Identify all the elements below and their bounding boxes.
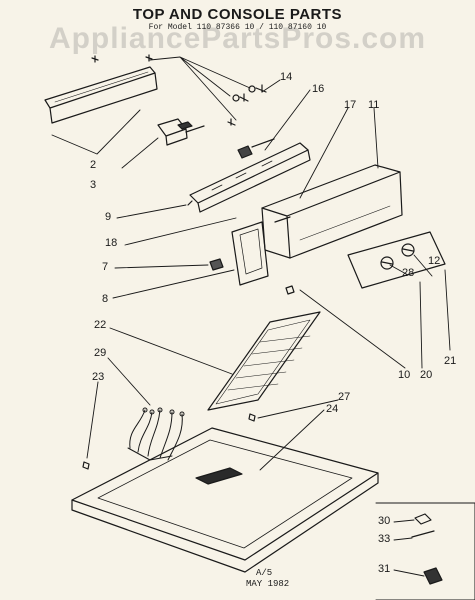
part-small-screws bbox=[82, 413, 256, 470]
callout-leaders bbox=[51, 56, 451, 577]
callout-28: 28 bbox=[402, 267, 415, 279]
part-control-panel bbox=[347, 231, 446, 289]
part-top-bracket bbox=[44, 66, 158, 124]
callout-16: 16 bbox=[312, 83, 325, 95]
callout-24: 24 bbox=[326, 403, 339, 415]
diagram-subtitle: For Model 110 87366 10 / 110 87160 10 bbox=[148, 23, 327, 32]
part-screw-10 bbox=[285, 285, 295, 295]
callout-20: 20 bbox=[420, 369, 433, 381]
footer-code: A/5 bbox=[256, 568, 273, 578]
diagram-title: TOP AND CONSOLE PARTS bbox=[132, 6, 343, 23]
callout-33: 33 bbox=[378, 533, 391, 545]
callout-30: 30 bbox=[378, 515, 391, 527]
callout-7: 7 bbox=[102, 261, 109, 273]
callout-18: 18 bbox=[105, 237, 118, 249]
callout-17: 17 bbox=[344, 99, 357, 111]
inset-box bbox=[375, 502, 475, 600]
callout-12: 12 bbox=[428, 255, 441, 267]
callout-22: 22 bbox=[94, 319, 107, 331]
callout-11: 11 bbox=[368, 99, 380, 111]
part-hinge-rail bbox=[187, 142, 311, 213]
part-end-cap bbox=[231, 221, 269, 286]
part-screws-top bbox=[91, 54, 267, 126]
part-inset-items bbox=[411, 513, 443, 585]
part-top bbox=[71, 427, 379, 573]
part-console bbox=[261, 164, 403, 259]
part-lint-grille bbox=[207, 311, 321, 411]
part-wiring-harness bbox=[127, 407, 185, 461]
callout-31: 31 bbox=[378, 563, 391, 575]
footer-date: MAY 1982 bbox=[246, 579, 290, 589]
callout-9: 9 bbox=[105, 211, 112, 223]
callout-21: 21 bbox=[444, 355, 457, 367]
callout-14: 14 bbox=[280, 71, 293, 83]
part-lamp-socket bbox=[237, 138, 275, 159]
callout-3: 3 bbox=[90, 179, 97, 191]
part-switch bbox=[157, 118, 205, 146]
callout-27: 27 bbox=[338, 391, 351, 403]
callout-8: 8 bbox=[102, 293, 109, 305]
callout-2: 2 bbox=[90, 159, 97, 171]
callout-29: 29 bbox=[94, 347, 107, 359]
callout-10: 10 bbox=[398, 369, 411, 381]
callout-23: 23 bbox=[92, 371, 105, 383]
part-knob bbox=[209, 258, 224, 271]
